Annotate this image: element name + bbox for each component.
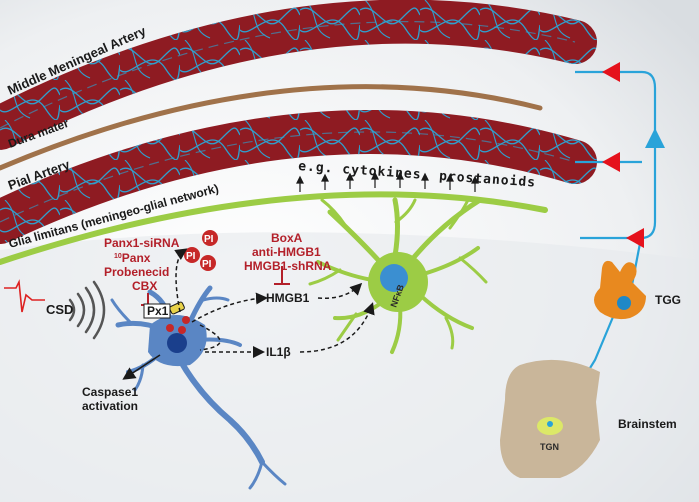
label-hmgb1-shrna: HMGB1-shRNA bbox=[244, 259, 332, 273]
label-il1b: IL1β bbox=[266, 345, 291, 359]
label-panx-prefix: 10Panx bbox=[114, 251, 151, 265]
pi-cluster: PI PI PI bbox=[184, 230, 218, 271]
label-brainstem: Brainstem bbox=[618, 417, 677, 431]
signal-waves-icon bbox=[68, 280, 106, 340]
label-panx1-sirna: Panx1-siRNA bbox=[104, 236, 180, 250]
pi-dot bbox=[182, 316, 190, 324]
glia-limitans-layer bbox=[0, 191, 548, 265]
release-arrows bbox=[296, 171, 479, 192]
neuron-nucleus bbox=[167, 333, 187, 353]
pi-label: PI bbox=[204, 234, 214, 245]
pannexin-channel-icon bbox=[169, 301, 185, 315]
red-arrow-icon bbox=[626, 228, 644, 248]
red-arrow-icon bbox=[602, 62, 620, 82]
brainstem bbox=[500, 359, 600, 478]
label-probenecid: Probenecid bbox=[104, 265, 169, 279]
px1-box bbox=[143, 303, 171, 319]
pial-artery bbox=[0, 109, 597, 244]
label-tgn: TGN bbox=[540, 442, 559, 452]
caspase-arrow bbox=[122, 354, 161, 380]
dura-mater-layer bbox=[0, 84, 543, 171]
pi-label: PI bbox=[202, 259, 212, 270]
label-anti-hmgb1: anti-HMGB1 bbox=[252, 245, 321, 259]
astrocyte-nucleus bbox=[380, 264, 408, 292]
label-activation: activation bbox=[82, 399, 138, 413]
label-hmgb1: HMGB1 bbox=[266, 291, 310, 305]
red-arrow-icon bbox=[602, 152, 620, 172]
label-boxa: BoxA bbox=[271, 231, 303, 245]
blue-arrow-icon bbox=[645, 128, 665, 148]
ecg-trace-icon bbox=[4, 279, 45, 313]
label-px1: Px1 bbox=[147, 304, 169, 318]
label-cbx: CBX bbox=[132, 279, 157, 293]
pi-dot bbox=[166, 324, 174, 332]
pathway-arrows bbox=[602, 62, 665, 248]
pi-label: PI bbox=[186, 251, 196, 262]
label-csd: CSD bbox=[46, 302, 73, 317]
signaling-arrows bbox=[174, 248, 375, 358]
label-caspase1: Caspase1 bbox=[82, 385, 138, 399]
middle-meningeal-artery bbox=[0, 0, 597, 150]
label-tgg: TGG bbox=[655, 293, 681, 307]
pi-dot bbox=[178, 326, 186, 334]
tgg-ganglion bbox=[594, 260, 646, 320]
